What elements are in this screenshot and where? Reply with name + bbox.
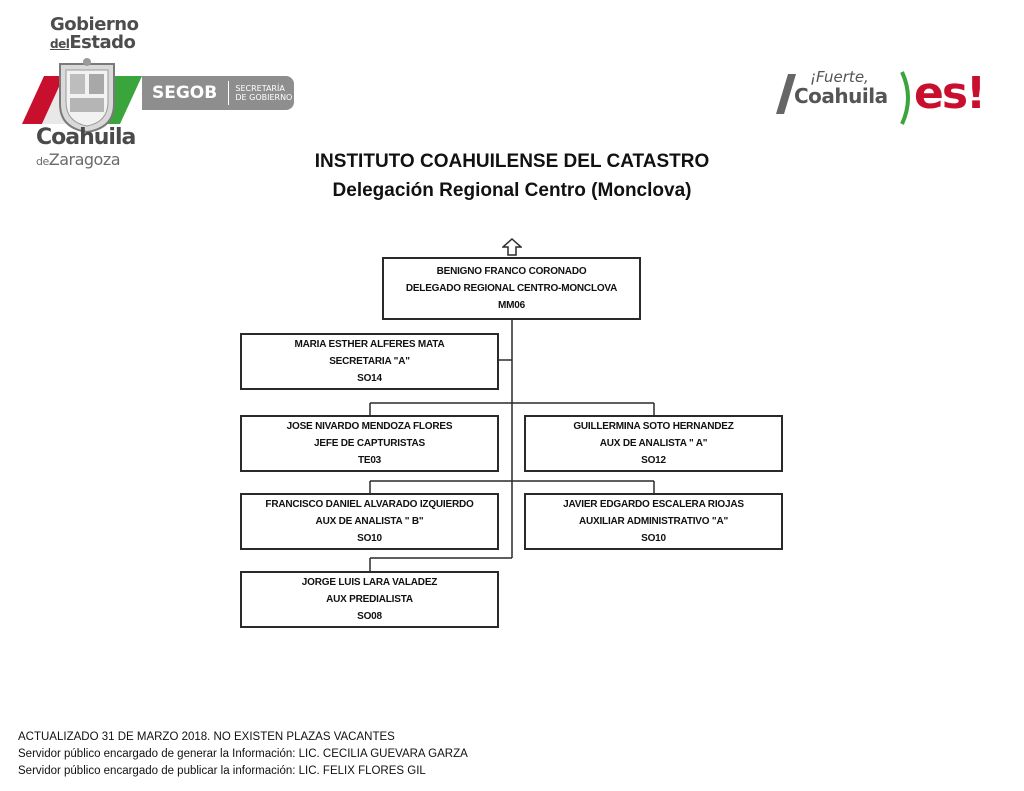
del-text: del	[50, 37, 70, 51]
aux-analista-a-code: SO12	[641, 455, 666, 466]
coahuila-slogan-text: Coahuila	[794, 84, 888, 108]
footer-publisher: Servidor público encargado de publicar l…	[18, 765, 426, 777]
estado-text: Estado	[69, 32, 136, 53]
footer-updated: ACTUALIZADO 31 DE MARZO 2018. NO EXISTEN…	[18, 731, 395, 743]
org-box-secretaria: MARIA ESTHER ALFERES MATA SECRETARIA "A"…	[240, 333, 499, 390]
fuerte-text: ¡Fuerte,	[810, 68, 869, 86]
gobierno-coahuila-logo: Gobierno delEstado Coahuila deZaragoza	[22, 14, 302, 174]
aux-analista-b-position: AUX DE ANALISTA " B"	[315, 516, 424, 527]
auxiliar-administrativo-code: SO10	[641, 533, 666, 544]
secretaria-code: SO14	[357, 373, 382, 384]
segob-logo: SEGOB SECRETARÍA DE GOBIERNO	[142, 76, 294, 110]
segob-sub-line1: SECRETARÍA	[235, 84, 285, 93]
segob-subtitle: SECRETARÍA DE GOBIERNO	[235, 84, 294, 102]
aux-analista-b-name: FRANCISCO DANIEL ALVARADO IZQUIERDO	[265, 499, 474, 510]
jefe-capturistas-position: JEFE DE CAPTURISTAS	[313, 438, 426, 449]
delegado-name: BENIGNO FRANCO CORONADO	[436, 266, 587, 277]
footer-notes: ACTUALIZADO 31 DE MARZO 2018. NO EXISTEN…	[18, 729, 468, 780]
org-box-jefe-capturistas: JOSE NIVARDO MENDOZA FLORES JEFE DE CAPT…	[240, 415, 499, 472]
del-estado-text: delEstado	[50, 34, 138, 53]
de-zaragoza-text: deZaragoza	[36, 150, 121, 169]
footer-generator: Servidor público encargado de generar la…	[18, 748, 468, 760]
org-box-aux-analista-b: FRANCISCO DANIEL ALVARADO IZQUIERDO AUX …	[240, 493, 499, 550]
aux-predialista-position: AUX PREDIALISTA	[326, 594, 413, 605]
bracket-mark-icon	[900, 71, 910, 125]
secretaria-position: SECRETARIA "A"	[329, 356, 410, 367]
org-box-aux-analista-a: GUILLERMINA SOTO HERNANDEZ AUX DE ANALIS…	[524, 415, 783, 472]
delegation-subtitle: Delegación Regional Centro (Monclova)	[332, 180, 692, 201]
up-arrow-icon	[502, 238, 522, 256]
jefe-capturistas-name: JOSE NIVARDO MENDOZA FLORES	[286, 421, 453, 432]
aux-predialista-code: SO08	[357, 611, 382, 622]
jefe-capturistas-code: TE03	[357, 455, 382, 466]
aux-analista-a-name: GUILLERMINA SOTO HERNANDEZ	[573, 421, 734, 432]
org-box-delegado: BENIGNO FRANCO CORONADO DELEGADO REGIONA…	[382, 257, 641, 320]
institute-title: INSTITUTO COAHUILENSE DEL CATASTRO	[314, 151, 710, 172]
auxiliar-administrativo-name: JAVIER EDGARDO ESCALERA RIOJAS	[563, 499, 744, 510]
segob-divider	[228, 81, 230, 105]
slash-mark-icon	[776, 74, 796, 114]
org-box-auxiliar-administrativo: JAVIER EDGARDO ESCALERA RIOJAS AUXILIAR …	[524, 493, 783, 550]
segob-sub-line2: DE GOBIERNO	[235, 93, 293, 102]
delegado-position: DELEGADO REGIONAL CENTRO-MONCLOVA	[405, 283, 618, 294]
auxiliar-administrativo-position: AUXILIAR ADMINISTRATIVO "A"	[578, 516, 729, 527]
org-box-aux-predialista: JORGE LUIS LARA VALADEZ AUX PREDIALISTA …	[240, 571, 499, 628]
aux-analista-a-position: AUX DE ANALISTA " A"	[599, 438, 708, 449]
zaragoza-text: Zaragoza	[48, 150, 121, 169]
state-seal-icon	[59, 58, 115, 134]
fuerte-coahuila-logo: ¡Fuerte, Coahuila es!	[776, 66, 992, 132]
gobierno-del-estado-text: Gobierno delEstado	[50, 14, 139, 53]
aux-analista-b-code: SO10	[357, 533, 382, 544]
segob-name: SEGOB	[152, 83, 218, 103]
de-text: de	[36, 155, 49, 168]
es-text: es!	[914, 68, 986, 119]
aux-predialista-name: JORGE LUIS LARA VALADEZ	[301, 577, 438, 588]
secretaria-name: MARIA ESTHER ALFERES MATA	[294, 339, 445, 350]
delegado-code: MM06	[498, 300, 525, 311]
gobierno-text: Gobierno	[50, 14, 139, 35]
coahuila-text: Coahuila	[36, 125, 136, 150]
